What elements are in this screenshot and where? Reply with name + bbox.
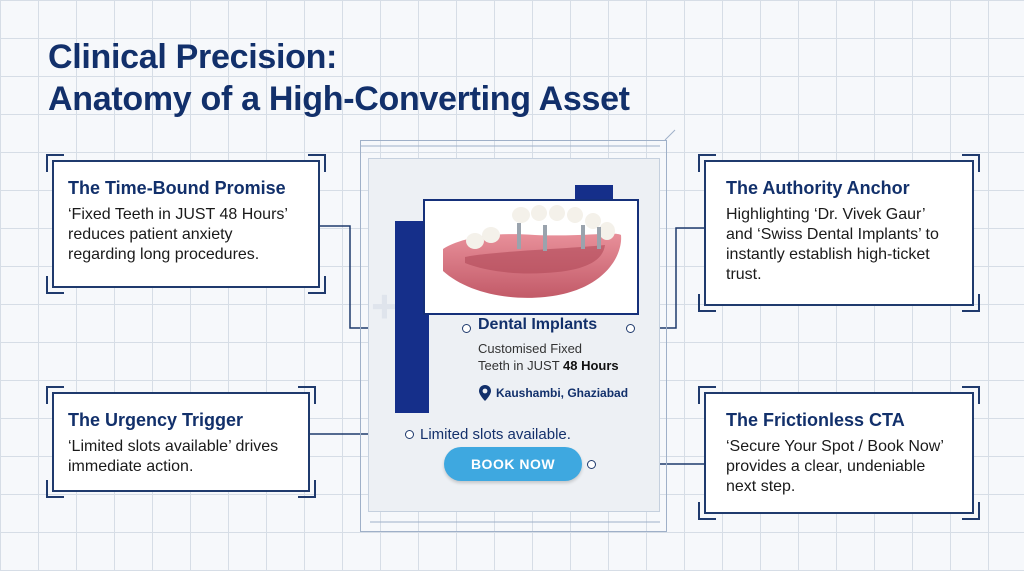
book-now-button[interactable]: BOOK NOW: [444, 447, 582, 481]
connector-dot-authority: [626, 324, 635, 333]
callout-heading: The Urgency Trigger: [68, 410, 244, 430]
ad-heading: Dental Implants: [478, 316, 598, 333]
callout-body: Highlighting ‘Dr. Vivek Gaur’ and ‘Swiss…: [726, 206, 939, 283]
connector-dot-time-bound: [462, 324, 471, 333]
ad-sub-line-2: Teeth in JUST 48 Hours: [478, 357, 658, 374]
dental-implant-jaw-illustration: [443, 205, 622, 298]
page-title: Clinical Precision: Anatomy of a High-Co…: [48, 36, 630, 120]
callout-body: ‘Fixed Teeth in JUST 48 Hours’ reduces p…: [68, 206, 288, 263]
ad-location: Kaushambi, Ghaziabad: [478, 384, 628, 402]
connector-dot-cta: [587, 460, 596, 469]
ad-slots-text: Limited slots available.: [420, 426, 571, 443]
callout-body: ‘Limited slots available’ drives immedia…: [68, 438, 279, 475]
callout-time-bound-promise: The Time-Bound Promise ‘Fixed Teeth in J…: [46, 154, 326, 294]
callout-heading: The Frictionless CTA: [726, 410, 905, 430]
callout-heading: The Time-Bound Promise: [68, 178, 286, 198]
ad-sub-bold: 48 Hours: [563, 358, 619, 373]
connector-dot-urgency: [405, 430, 414, 439]
callout-body: ‘Secure Your Spot / Book Now’ provides a…: [726, 438, 944, 495]
title-line-1: Clinical Precision:: [48, 38, 338, 76]
decorative-plus: +: [371, 280, 398, 332]
ad-location-text: Kaushambi, Ghaziabad: [496, 386, 629, 400]
ad-sub-prefix: Teeth in JUST: [478, 358, 564, 373]
ad-subheading: Customised Fixed Teeth in JUST 48 Hours: [478, 340, 658, 374]
callout-authority-anchor: The Authority Anchor Highlighting ‘Dr. V…: [698, 154, 980, 312]
callout-heading: The Authority Anchor: [726, 178, 910, 198]
dental-implant-image: [423, 199, 639, 315]
location-pin-icon: [478, 384, 492, 402]
ad-outer-frame: [360, 140, 667, 532]
callout-urgency-trigger: The Urgency Trigger ‘Limited slots avail…: [46, 386, 316, 498]
callout-frictionless-cta: The Frictionless CTA ‘Secure Your Spot /…: [698, 386, 980, 520]
title-line-2: Anatomy of a High-Converting Asset: [48, 80, 630, 118]
ad-sub-line-1: Customised Fixed: [478, 341, 583, 356]
